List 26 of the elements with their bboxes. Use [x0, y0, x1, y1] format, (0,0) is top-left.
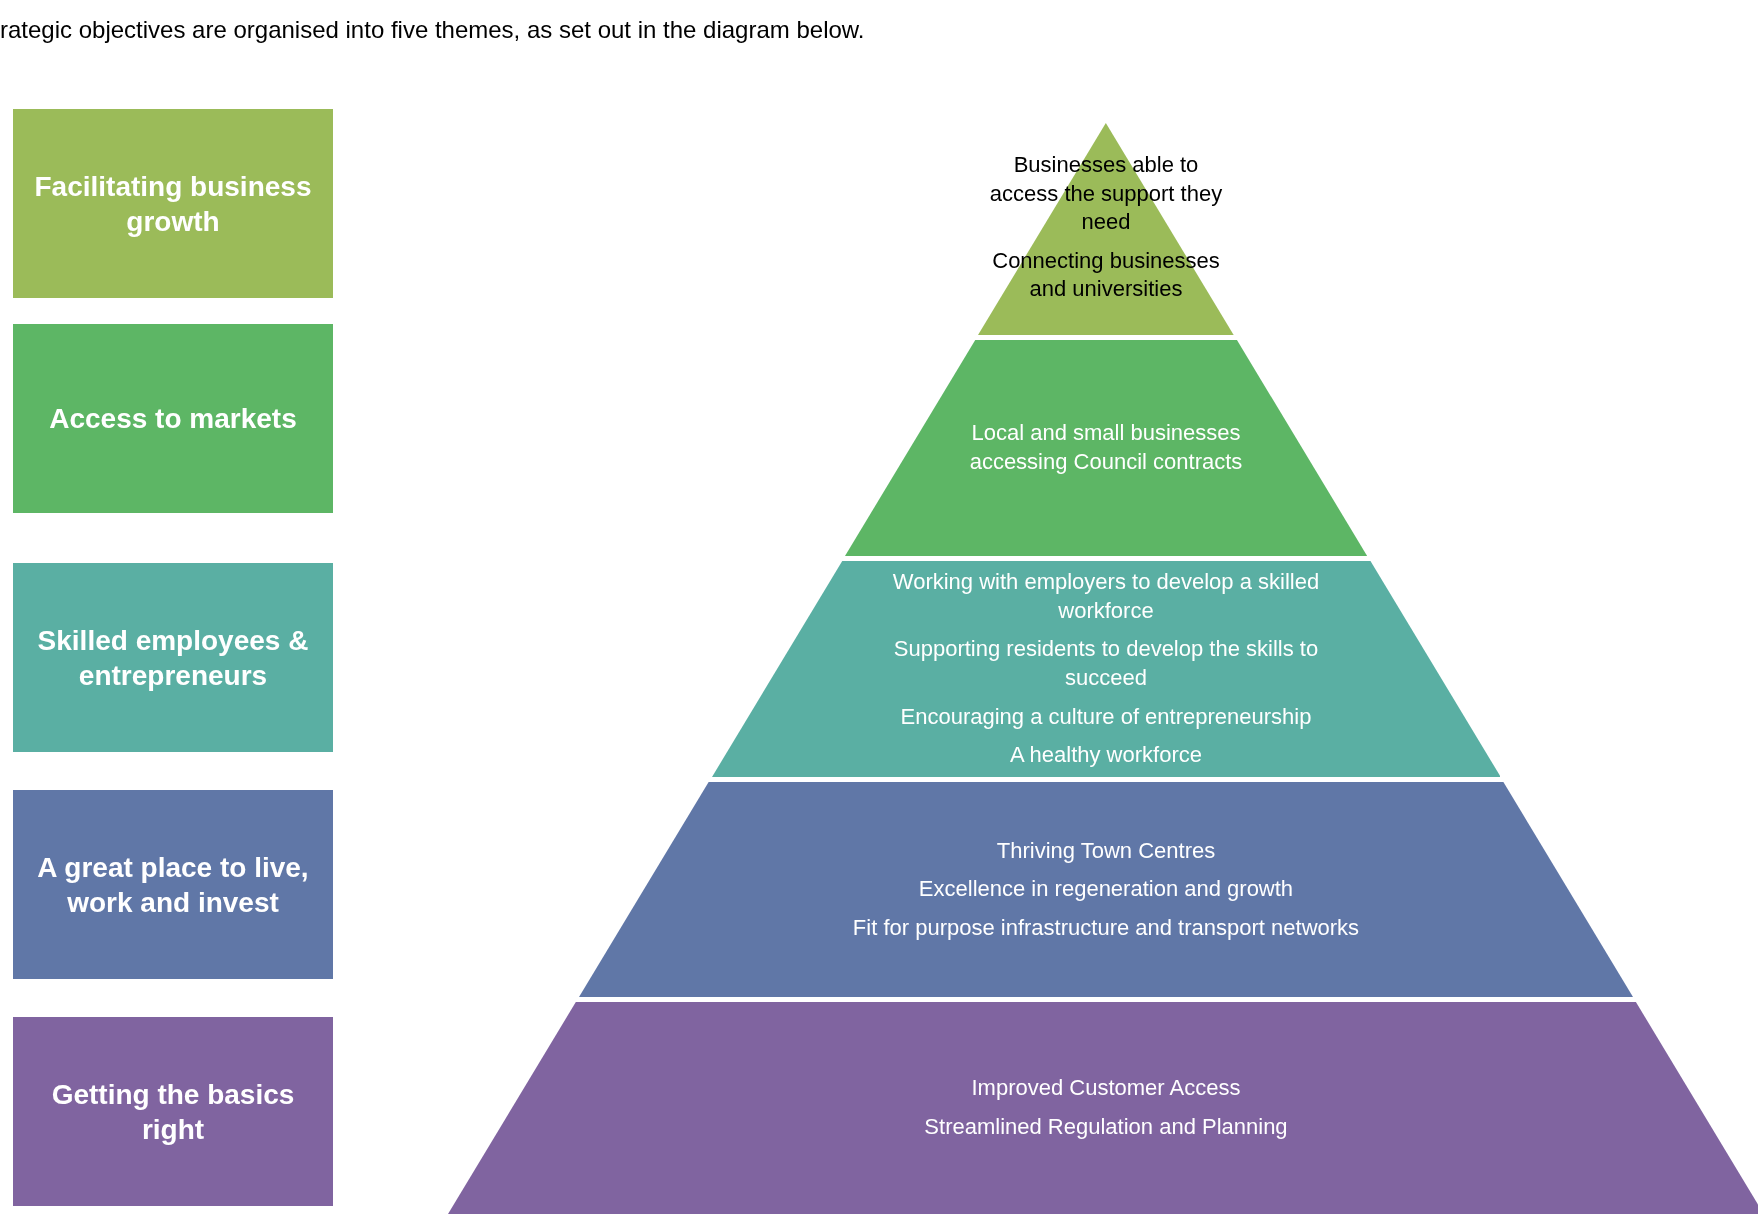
pyramid-tier: [844, 340, 1368, 556]
theme-label: Facilitating business growth: [33, 169, 313, 239]
pyramid-tier: [711, 561, 1501, 777]
objective-text: A healthy workforce: [1010, 741, 1202, 770]
theme-box: [13, 109, 333, 298]
theme-label: Getting the basics right: [50, 1077, 296, 1147]
pyramid-tier: [448, 1002, 1758, 1214]
objective-text: Excellence in regeneration and growth: [918, 875, 1294, 904]
theme-label: Access to markets: [49, 402, 297, 436]
theme-box: [13, 324, 333, 513]
objective-text: Improved Customer Access: [971, 1074, 1241, 1103]
theme-box: [13, 1017, 333, 1206]
objective-text: Streamlined Regulation and Planning: [924, 1113, 1288, 1141]
intro-text: rategic objectives are organised into five themes, as set out in the diagram below.: [0, 16, 865, 44]
theme-box: [13, 790, 333, 979]
objective-text: Local and small businesses accessing Council contracts: [968, 419, 1244, 476]
objective-text: Working with employers to develop a skilled workforce: [891, 568, 1321, 625]
theme-label: Skilled employees & entrepreneurs: [36, 623, 310, 693]
pyramid-tier: [978, 123, 1234, 335]
theme-box: [13, 563, 333, 752]
objective-text: Encouraging a culture of entrepreneurship: [900, 702, 1312, 731]
objective-text: Thriving Town Centres: [996, 836, 1216, 865]
objective-text: Supporting residents to develop the skills to succeed: [892, 635, 1320, 692]
pyramid-tier: [578, 782, 1633, 997]
theme-label: A great place to live, work and invest: [36, 850, 310, 920]
objective-text: Fit for purpose infrastructure and transport networks: [852, 913, 1360, 942]
